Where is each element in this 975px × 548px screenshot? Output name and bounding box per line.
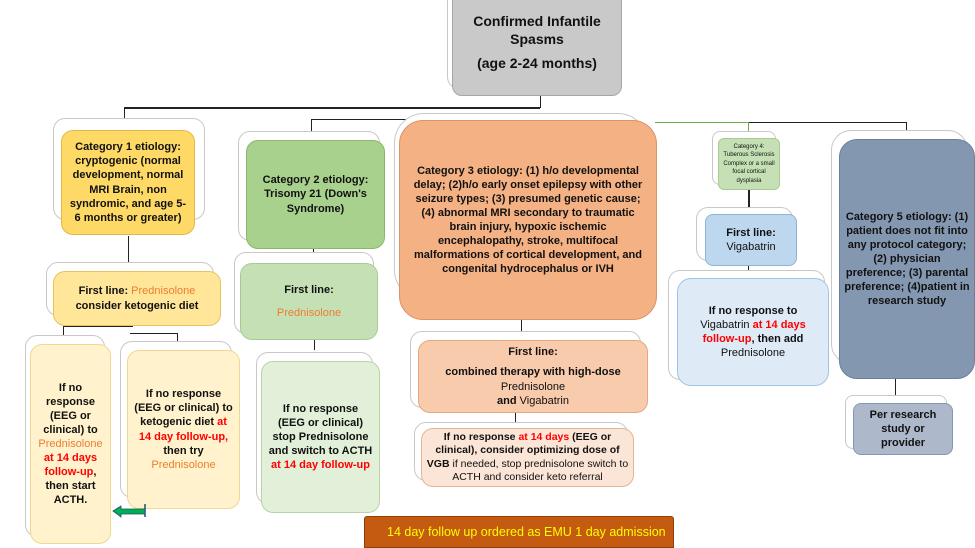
cat3-followup: If no response at 14 days (EEG or clinic…	[421, 428, 634, 487]
connector-root-down	[540, 96, 541, 108]
cat2-followup-a: If no response (EEG or clinical) stop Pr…	[268, 402, 373, 458]
connector-cat4-drop	[748, 122, 749, 134]
connector-cat3-followup	[515, 413, 516, 423]
cat4-node: Category 4: Tuberous Sclerosis Complex o…	[718, 138, 780, 190]
cat1-first-suffix: consider ketogenic diet	[75, 299, 199, 312]
cat3-node: Category 3 etiology: (1) h/o development…	[399, 120, 657, 320]
cat3-title: Category 3 etiology: (1) h/o development…	[413, 164, 643, 276]
connector-cat1-first	[128, 236, 129, 264]
connector-cat1-split-right-drop	[177, 333, 178, 343]
followup-banner: 14 day follow up ordered as EMU 1 day ad…	[364, 516, 674, 548]
cat1-right-b: then try	[163, 444, 204, 457]
cat4-followup-drug: Vigabatrin	[700, 318, 750, 331]
cat3-followup-b: (EEG or clinical), consider optimizing d…	[426, 431, 620, 470]
connector-cat1-split-left-drop	[63, 326, 64, 336]
cat1-right-red: at 14 day follow-up,	[138, 416, 229, 443]
root-line3: (age 2-24 months)	[477, 54, 597, 71]
connector-cat5-horizontal	[749, 122, 907, 123]
cat4-followup-b: , then add	[751, 333, 804, 345]
cat1-node: Category 1 etiology: cryptogenic (normal…	[61, 130, 195, 235]
root-node: Confirmed Infantile Spasms (age 2-24 mon…	[452, 0, 622, 96]
cat3-followup-red: at 14 days	[518, 431, 570, 444]
connector-main-horizontal	[124, 107, 540, 109]
connector-cat3-first	[521, 320, 522, 332]
followup-banner-text: 14 day follow up ordered as EMU 1 day ad…	[387, 525, 666, 539]
cat4-followup-red: at 14 days follow-up	[702, 318, 806, 345]
cat5-followup-text: Per research study or provider	[869, 408, 937, 450]
cat2-followup-red: at 14 day follow-up	[270, 459, 370, 472]
cat2-followup: If no response (EEG or clinical) stop Pr…	[261, 361, 380, 513]
cat1-title: Category 1 etiology: cryptogenic (normal…	[69, 141, 187, 224]
cat1-left-b: , then start ACTH.	[45, 466, 97, 507]
cat1-left-red: at 14 days follow-up	[43, 452, 98, 479]
cat2-first-label: First line:	[284, 284, 334, 297]
connector-cat4-green	[655, 122, 750, 123]
cat4-title: Category 4: Tuberous Sclerosis Complex o…	[723, 144, 775, 184]
cat4-first-line: First line: Vigabatrin	[705, 214, 797, 266]
cat3-first-line: First line: combined therapy with high-d…	[418, 340, 648, 413]
cat5-node: Category 5 etiology: (1) patient does no…	[839, 139, 975, 379]
cat4-followup-a: If no response to	[708, 304, 798, 317]
connector-cat2-drop	[311, 119, 312, 139]
cat1-first-line: First line: Prednisolone consider ketoge…	[53, 271, 221, 326]
cat2-title: Category 2 etiology: Trisomy 21 (Down's …	[262, 174, 369, 215]
connector-cat4-first	[748, 190, 750, 212]
root-line1: Confirmed Infantile	[473, 13, 601, 30]
cat2-first-drug: Prednisolone	[276, 306, 342, 319]
connector-cat5-followup	[895, 378, 896, 400]
cat4-first-drug: Vigabatrin	[726, 241, 776, 253]
cat5-title: Category 5 etiology: (1) patient does no…	[844, 210, 970, 308]
cat1-right-followup: If no response (EEG or clinical) to keto…	[127, 350, 240, 509]
cat3-first-drug1: Prednisolone	[500, 380, 566, 393]
cat5-followup: Per research study or provider	[853, 403, 953, 455]
cat1-left-a: If no response (EEG or clinical) to	[43, 381, 98, 436]
cat3-followup-c: if needed, stop prednisolone switch to A…	[449, 457, 629, 483]
cat4-followup-drug2: Prednisolone	[720, 347, 786, 360]
cat1-right-drug: Prednisolone	[151, 458, 216, 471]
cat1-first-drug: Prednisolone	[131, 285, 196, 298]
cat3-first-label: First line:	[508, 346, 558, 359]
cat3-followup-a: If no response	[443, 431, 519, 444]
cat3-first-drug2: Vigabatrin	[519, 394, 569, 407]
green-arrow-head	[112, 505, 146, 518]
cat1-first-prefix: First line:	[78, 285, 132, 298]
connector-cat1-split-left	[63, 326, 133, 327]
cat1-left-drug: Prednisolone	[38, 437, 103, 450]
cat1-right-a: If no response (EEG or clinical) to keto…	[134, 388, 233, 429]
connector-cat2-followup	[314, 340, 315, 350]
cat3-first-a: combined therapy with high-dose	[445, 366, 621, 379]
cat4-followup: If no response to Vigabatrin at 14 days …	[677, 278, 829, 386]
root-line2: Spasms	[510, 31, 564, 48]
connector-cat1-split-right	[130, 333, 177, 334]
cat2-node: Category 2 etiology: Trisomy 21 (Down's …	[246, 140, 385, 249]
cat3-first-and: and	[497, 394, 520, 407]
cat4-first-label: First line:	[726, 226, 776, 239]
cat2-first-line: First line: Prednisolone	[240, 263, 378, 340]
connector-cat2-horizontal	[311, 119, 406, 120]
